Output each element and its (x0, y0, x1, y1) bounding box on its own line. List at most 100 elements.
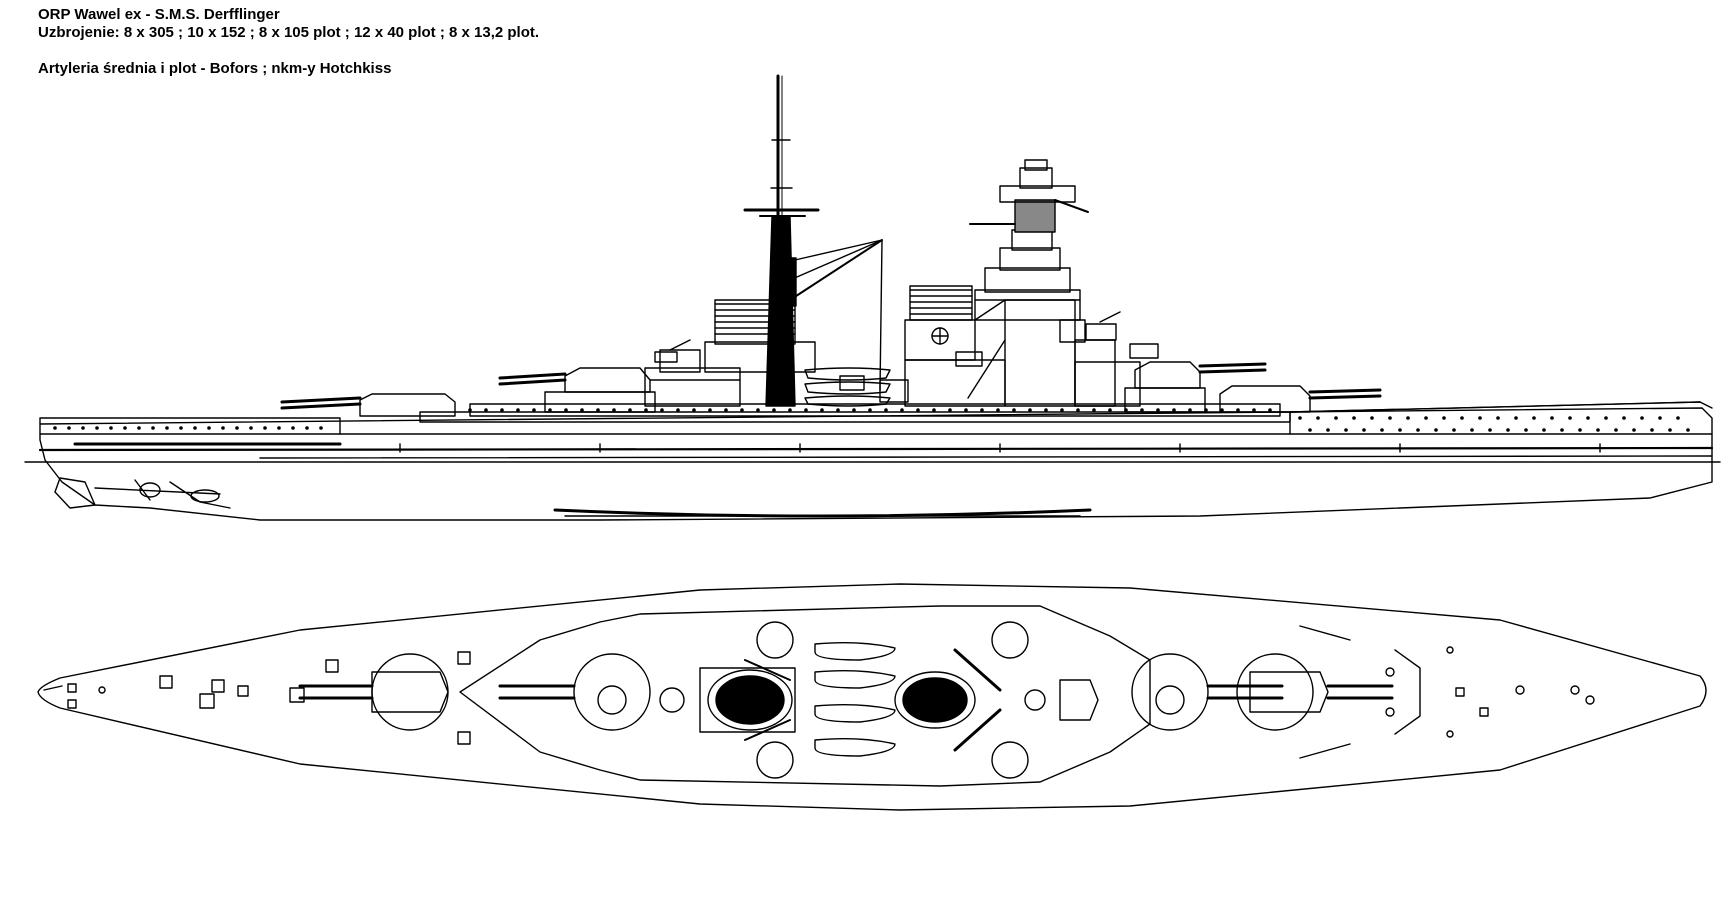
deck-fitting (1447, 731, 1453, 737)
porthole (1188, 408, 1192, 412)
porthole (1506, 428, 1510, 432)
forecastle-deck (1290, 402, 1700, 412)
porthole (1470, 428, 1474, 432)
porthole (1632, 428, 1636, 432)
porthole (1424, 416, 1428, 420)
porthole (1658, 416, 1662, 420)
turret-fore-a (1220, 386, 1380, 412)
porthole (305, 426, 309, 430)
porthole (1316, 416, 1320, 420)
porthole (1578, 428, 1582, 432)
after-mast (745, 76, 882, 406)
porthole (249, 426, 253, 430)
belt-line (40, 448, 1712, 450)
porthole (532, 408, 536, 412)
propeller (140, 483, 160, 497)
porthole (1514, 416, 1518, 420)
porthole (1496, 416, 1500, 420)
deck-fitting (1386, 668, 1394, 676)
porthole (788, 408, 792, 412)
side-profile (25, 76, 1720, 520)
porthole (1614, 428, 1618, 432)
plan-view (38, 584, 1706, 810)
porthole (53, 426, 57, 430)
belt-line-lower (260, 456, 1712, 458)
porthole (165, 426, 169, 430)
porthole (221, 426, 225, 430)
porthole (548, 408, 552, 412)
porthole (868, 408, 872, 412)
plan-hull (38, 584, 1706, 810)
porthole (95, 426, 99, 430)
anchor-chain (1300, 626, 1350, 758)
porthole (1308, 428, 1312, 432)
turret-stern-b (500, 368, 655, 412)
deck-hatch (200, 694, 214, 708)
porthole (1044, 408, 1048, 412)
porthole (1028, 408, 1032, 412)
porthole (740, 408, 744, 412)
forward-superstructure (905, 160, 1140, 406)
bilge-keel (555, 510, 1090, 516)
artillery-line: Artyleria średnia i plot - Bofors ; nkm-… (38, 60, 392, 77)
quarterdeck (40, 418, 340, 434)
porthole (1140, 408, 1144, 412)
porthole (1416, 428, 1420, 432)
porthole (1344, 428, 1348, 432)
hull-outline (40, 408, 1712, 520)
porthole (900, 408, 904, 412)
porthole (916, 408, 920, 412)
porthole (123, 426, 127, 430)
porthole (1370, 416, 1374, 420)
porthole (628, 408, 632, 412)
porthole (1220, 408, 1224, 412)
porthole (500, 408, 504, 412)
porthole (1406, 416, 1410, 420)
casemate-deck-lower (420, 412, 1290, 422)
propeller-shaft (95, 480, 230, 508)
porthole (109, 426, 113, 430)
side-aa-guns (655, 312, 1158, 390)
porthole (1452, 428, 1456, 432)
deck-hatch (238, 686, 248, 696)
plan-secondary-guns (660, 622, 1098, 778)
porthole (644, 408, 648, 412)
porthole (1398, 428, 1402, 432)
porthole (1640, 416, 1644, 420)
porthole (1298, 416, 1302, 420)
porthole (1604, 416, 1608, 420)
deck-hatch (1456, 688, 1464, 696)
porthole (1252, 408, 1256, 412)
porthole (1532, 416, 1536, 420)
porthole (804, 408, 808, 412)
porthole (277, 426, 281, 430)
porthole (948, 408, 952, 412)
porthole (1568, 416, 1572, 420)
porthole (772, 408, 776, 412)
plan-turret-stern-a (300, 654, 448, 730)
porthole (1108, 408, 1112, 412)
porthole (137, 426, 141, 430)
porthole (1388, 416, 1392, 420)
armament-line: Uzbrojenie: 8 x 305 ; 10 x 152 ; 8 x 105… (38, 24, 540, 41)
deck-hatch (326, 660, 338, 672)
rudder (55, 478, 95, 508)
plan-turret-fore-b (1132, 654, 1282, 730)
porthole (692, 408, 696, 412)
porthole (612, 408, 616, 412)
casemate-deck (470, 404, 1280, 416)
deck-fitting (99, 687, 105, 693)
hull-ticks (400, 444, 1600, 452)
porthole (580, 408, 584, 412)
plan-superstructure (460, 606, 1150, 786)
deck-hatch (290, 688, 304, 702)
deck-hatch (458, 652, 470, 664)
porthole (516, 408, 520, 412)
deck-hatch (212, 680, 224, 692)
boats-side (805, 368, 908, 406)
porthole (1380, 428, 1384, 432)
plan-funnels (700, 668, 975, 732)
porthole (1352, 416, 1356, 420)
porthole (1488, 428, 1492, 432)
